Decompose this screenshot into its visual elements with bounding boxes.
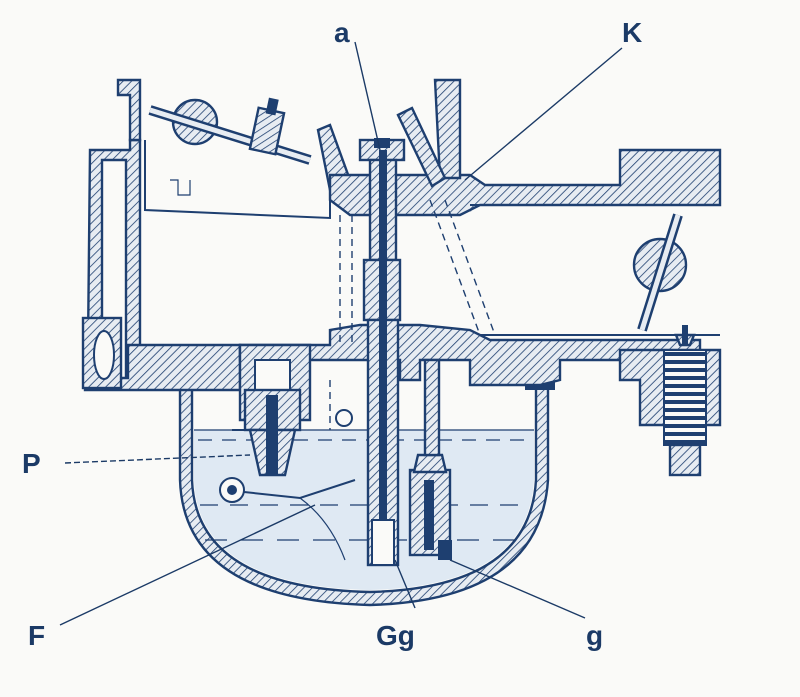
leader-g [449,559,586,619]
leader-Gg [394,559,416,609]
label-gg: Gg [376,620,415,651]
throttle-valve [470,204,720,336]
choke-adjust-screw [248,97,286,156]
float [219,409,356,561]
label-g: g [586,620,603,651]
label-p: P [22,448,41,479]
choke-flap [148,98,312,165]
leader-P [64,454,251,464]
emulsion-tube [358,138,406,567]
idle-mixture-screw [663,325,707,477]
leader-F [59,504,316,626]
needle-valve [232,359,302,477]
idle-jet [423,358,452,560]
air-corrector-tube [396,106,447,188]
label-f: F [28,620,45,651]
leader-a [354,41,381,151]
hidden-passages [329,199,496,430]
leader-lines [59,41,623,626]
label-a: a [334,17,350,48]
leader-K [464,47,623,181]
label-k: K [622,17,642,48]
